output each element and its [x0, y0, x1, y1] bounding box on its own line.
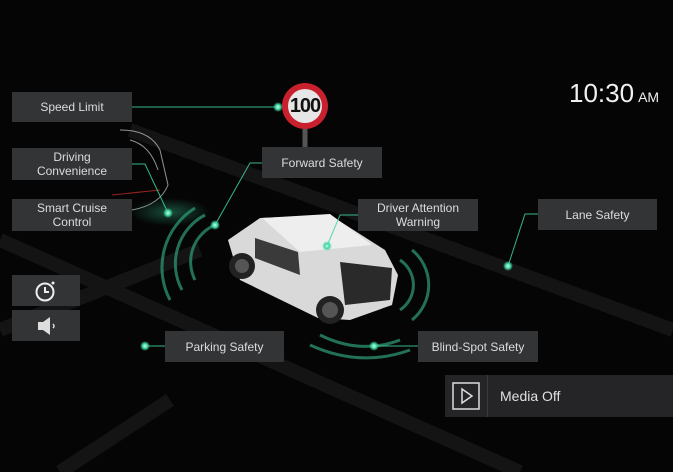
play-button[interactable] [445, 375, 488, 417]
leader-lines [132, 106, 538, 347]
speed-limit-sign [282, 83, 328, 129]
vehicle-illustration [228, 214, 398, 324]
label-blind-spot-safety[interactable]: Blind-Spot Safety [418, 331, 538, 362]
speaker-icon [38, 316, 55, 335]
label-speed-limit[interactable]: Speed Limit [12, 92, 132, 122]
timer-icon [35, 281, 55, 301]
speed-limit-value: 100 [289, 95, 321, 117]
label-forward-safety[interactable]: Forward Safety [262, 147, 382, 178]
media-status: Media Off [500, 388, 561, 404]
label-driver-attention-warning[interactable]: Driver Attention Warning [358, 199, 478, 231]
label-smart-cruise-control[interactable]: Smart Cruise Control [12, 199, 132, 231]
media-bar[interactable]: Media Off [445, 375, 673, 417]
timer-button[interactable] [12, 275, 80, 306]
label-parking-safety[interactable]: Parking Safety [165, 331, 284, 362]
clock-time: 10:30 [569, 78, 635, 108]
volume-button[interactable] [12, 310, 80, 341]
label-lane-safety[interactable]: Lane Safety [538, 199, 657, 230]
sensor-waves [160, 206, 431, 360]
indicator-dots [140, 102, 513, 351]
play-icon [452, 382, 480, 410]
label-driving-convenience[interactable]: Driving Convenience [12, 148, 132, 180]
clock-ampm: AM [638, 89, 660, 105]
